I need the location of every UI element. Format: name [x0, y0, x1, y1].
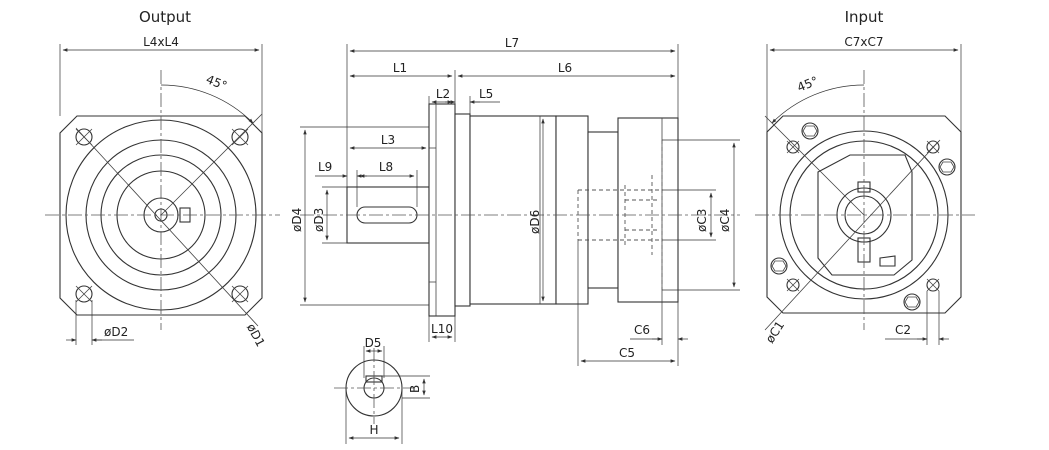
c2-label: C2 — [895, 323, 911, 337]
d3-label: øD3 — [312, 208, 326, 232]
l6-label: L6 — [558, 61, 572, 75]
l8-label: L8 — [379, 160, 393, 174]
shaft-cross-section: D5 B H — [334, 336, 430, 444]
input-angle-arc — [771, 84, 865, 124]
output-flange-plate — [428, 103, 456, 317]
input-neck — [587, 131, 619, 289]
input-square-flange — [766, 115, 962, 314]
c4-label: øC4 — [718, 209, 732, 232]
input-adapter-flange — [617, 117, 679, 303]
input-clamp-tab — [879, 255, 896, 267]
l2-label: L2 — [436, 87, 450, 101]
d6-label: øD6 — [528, 210, 542, 234]
c7-label: C7xC7 — [844, 35, 883, 49]
input-adapter-contour — [817, 154, 913, 276]
input-c1-diagonal — [764, 139, 941, 331]
l9-label: L9 — [318, 160, 332, 174]
l5-label: L5 — [479, 87, 493, 101]
output-45-line — [160, 113, 263, 216]
l4-label: L4xL4 — [143, 35, 179, 49]
input-title: Input — [845, 8, 884, 26]
b-label: B — [408, 385, 422, 393]
output-angle-arc — [160, 84, 254, 124]
input-c1-label: øC1 — [763, 318, 787, 345]
l10-label: L10 — [431, 322, 453, 336]
flange-step — [454, 113, 471, 307]
input-angle-label: 45° — [795, 74, 820, 95]
output-angle-label: 45° — [204, 72, 229, 93]
d5-label: D5 — [365, 336, 382, 350]
input-mounting-holes — [786, 140, 940, 292]
output-d1-label: øD1 — [244, 321, 268, 349]
d4-label: øD4 — [290, 208, 304, 232]
input-flange-view: Input øC1 — [755, 8, 975, 346]
c5-label: C5 — [619, 346, 635, 360]
d2-label: øD2 — [104, 325, 128, 339]
input-45-line — [764, 115, 865, 216]
gear-housing-ring — [555, 115, 589, 305]
c6-label: C6 — [634, 323, 650, 337]
output-title: Output — [139, 8, 191, 26]
gearbox-side-view: L7 L1 L6 L2 L5 L3 L9 L8 ø — [290, 36, 740, 366]
output-d1-diagonal — [75, 127, 259, 327]
c3-label: øC3 — [695, 209, 709, 232]
output-flange-view: Output øD1 L4xL4 45° — [45, 8, 280, 349]
l3-label: L3 — [381, 133, 395, 147]
l7-label: L7 — [505, 36, 519, 50]
l1-label: L1 — [393, 61, 407, 75]
input-cap-screws — [770, 122, 956, 311]
h-label: H — [369, 423, 378, 437]
